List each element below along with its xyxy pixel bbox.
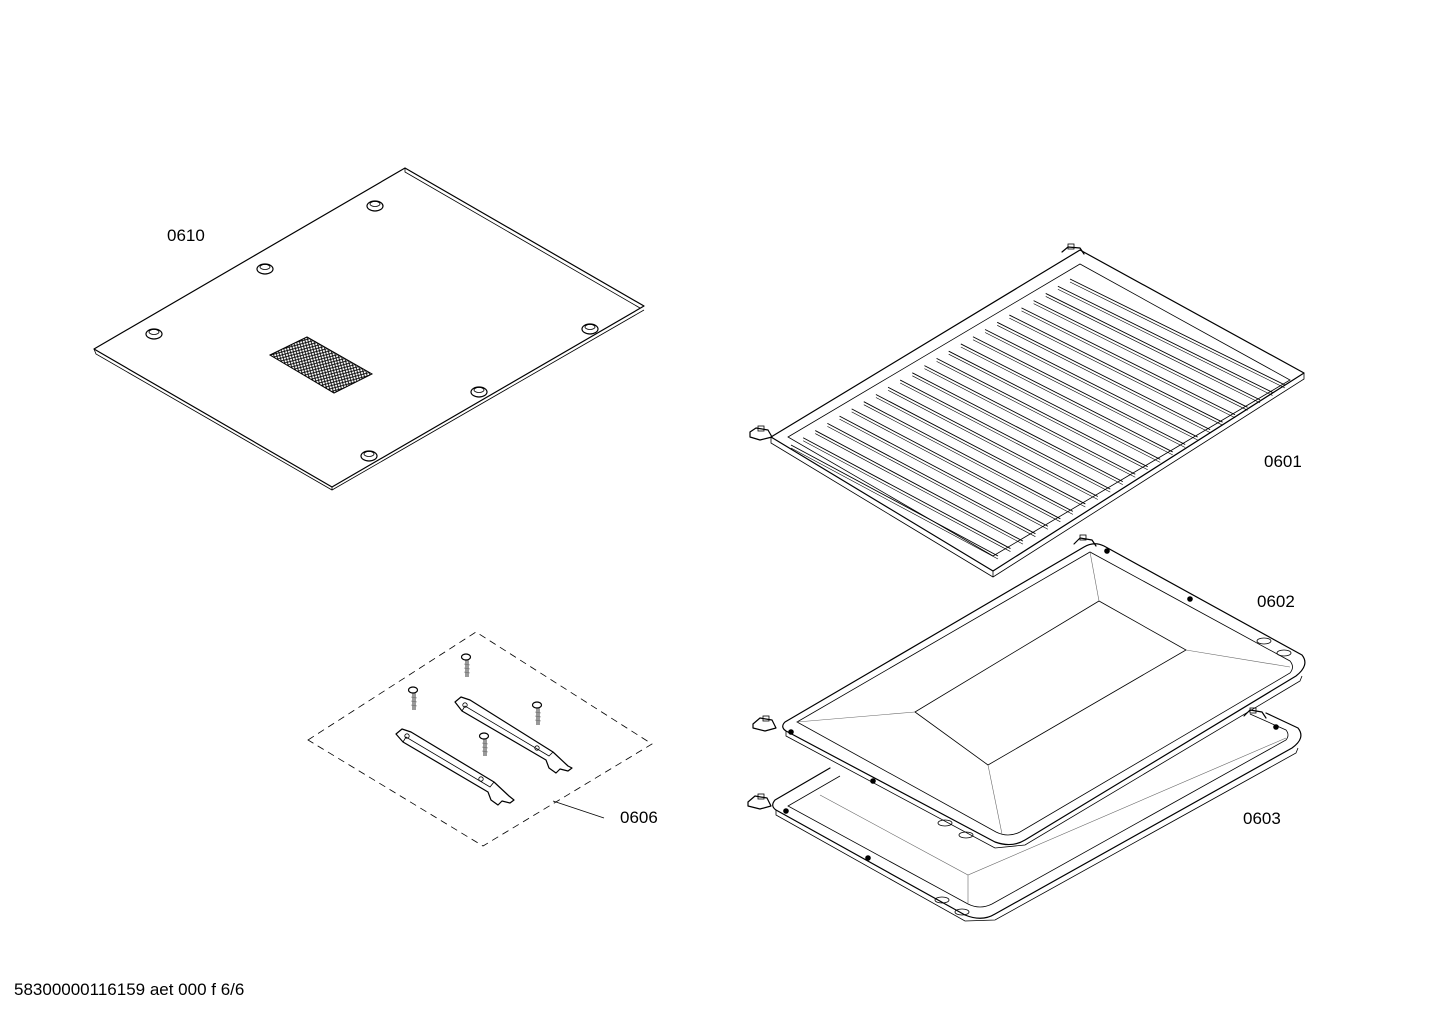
part-0610-panel: [93, 167, 645, 491]
rail-lower: [395, 728, 515, 806]
rack-bar: [802, 437, 1011, 549]
rack-bar: [863, 401, 1074, 512]
rack-bar: [887, 386, 1099, 497]
rack-bar: [887, 389, 1098, 500]
rack-bar: [1021, 310, 1236, 419]
rack-bar: [997, 321, 1211, 431]
rack-bars: [790, 278, 1286, 560]
rack-bar: [875, 397, 1086, 508]
screws: [407, 653, 543, 756]
label-0603: 0603: [1243, 809, 1281, 828]
rack-bar: [1045, 293, 1261, 401]
rack-bar: [972, 339, 1186, 448]
rack-bar: [899, 379, 1111, 490]
panel-feet: [145, 200, 599, 462]
tray-hooks-0603: [747, 707, 1267, 810]
rack-bar: [912, 375, 1123, 485]
label-0602: 0602: [1257, 592, 1295, 611]
rack-bar: [960, 343, 1173, 453]
rack-bar: [948, 353, 1161, 463]
rack-bar: [1009, 317, 1223, 426]
rack-bar: [1009, 314, 1223, 423]
kit-boundary: [307, 631, 653, 847]
rack-bar: [1033, 300, 1248, 408]
rack-bar: [1069, 278, 1286, 386]
part-0601-grill-rack: [749, 243, 1305, 578]
rack-bar: [815, 433, 1024, 545]
kit-leader-line: [552, 800, 605, 819]
rack-bar: [912, 372, 1123, 483]
rack-bar: [839, 415, 1049, 527]
rack-bar: [972, 336, 1186, 445]
rack-bar: [960, 346, 1173, 456]
rail-upper: [454, 696, 573, 774]
rack-bar: [839, 418, 1049, 530]
rack-bar: [924, 368, 1136, 478]
rack-bar: [790, 444, 999, 557]
rack-bar: [827, 426, 1036, 537]
rack-bar: [1033, 303, 1248, 411]
rack-bar: [1069, 281, 1286, 389]
screw-3: [531, 701, 543, 725]
part-0603-flat-tray: [747, 707, 1302, 922]
rack-hooks: [749, 243, 1085, 441]
label-0601: 0601: [1264, 452, 1302, 471]
rack-bar: [984, 332, 1198, 441]
rack-bar: [802, 440, 1011, 552]
rack-bar: [984, 329, 1198, 438]
label-0606: 0606: [620, 808, 658, 827]
rack-bar: [936, 361, 1148, 471]
rack-bar: [924, 365, 1136, 475]
rack-bar: [948, 350, 1161, 460]
tray-hooks-0602: [752, 534, 1097, 732]
rack-bar: [790, 447, 999, 560]
rack-bar: [1057, 285, 1273, 393]
rack-bar: [1057, 288, 1273, 396]
screw-4: [478, 732, 490, 756]
rack-bar: [997, 325, 1211, 433]
rack-bar: [900, 382, 1111, 493]
part-0602-deep-tray: [752, 534, 1306, 849]
rack-bar: [875, 394, 1086, 505]
screw-2: [407, 686, 419, 710]
rack-bar: [863, 404, 1074, 515]
rack-bar: [851, 408, 1061, 520]
screw-1: [460, 653, 472, 677]
rack-bar: [815, 430, 1024, 542]
part-0606-rail-kit: [307, 631, 653, 847]
rack-bar: [1021, 307, 1236, 416]
rack-bar: [851, 411, 1061, 523]
rack-bar: [1045, 296, 1261, 404]
drawing-number-footer: 58300000116159 aet 000 f 6/6: [14, 980, 245, 999]
ventilation-grille: [268, 336, 374, 394]
label-0610: 0610: [167, 226, 205, 245]
rack-bar: [936, 357, 1148, 468]
rack-bar: [827, 422, 1036, 535]
